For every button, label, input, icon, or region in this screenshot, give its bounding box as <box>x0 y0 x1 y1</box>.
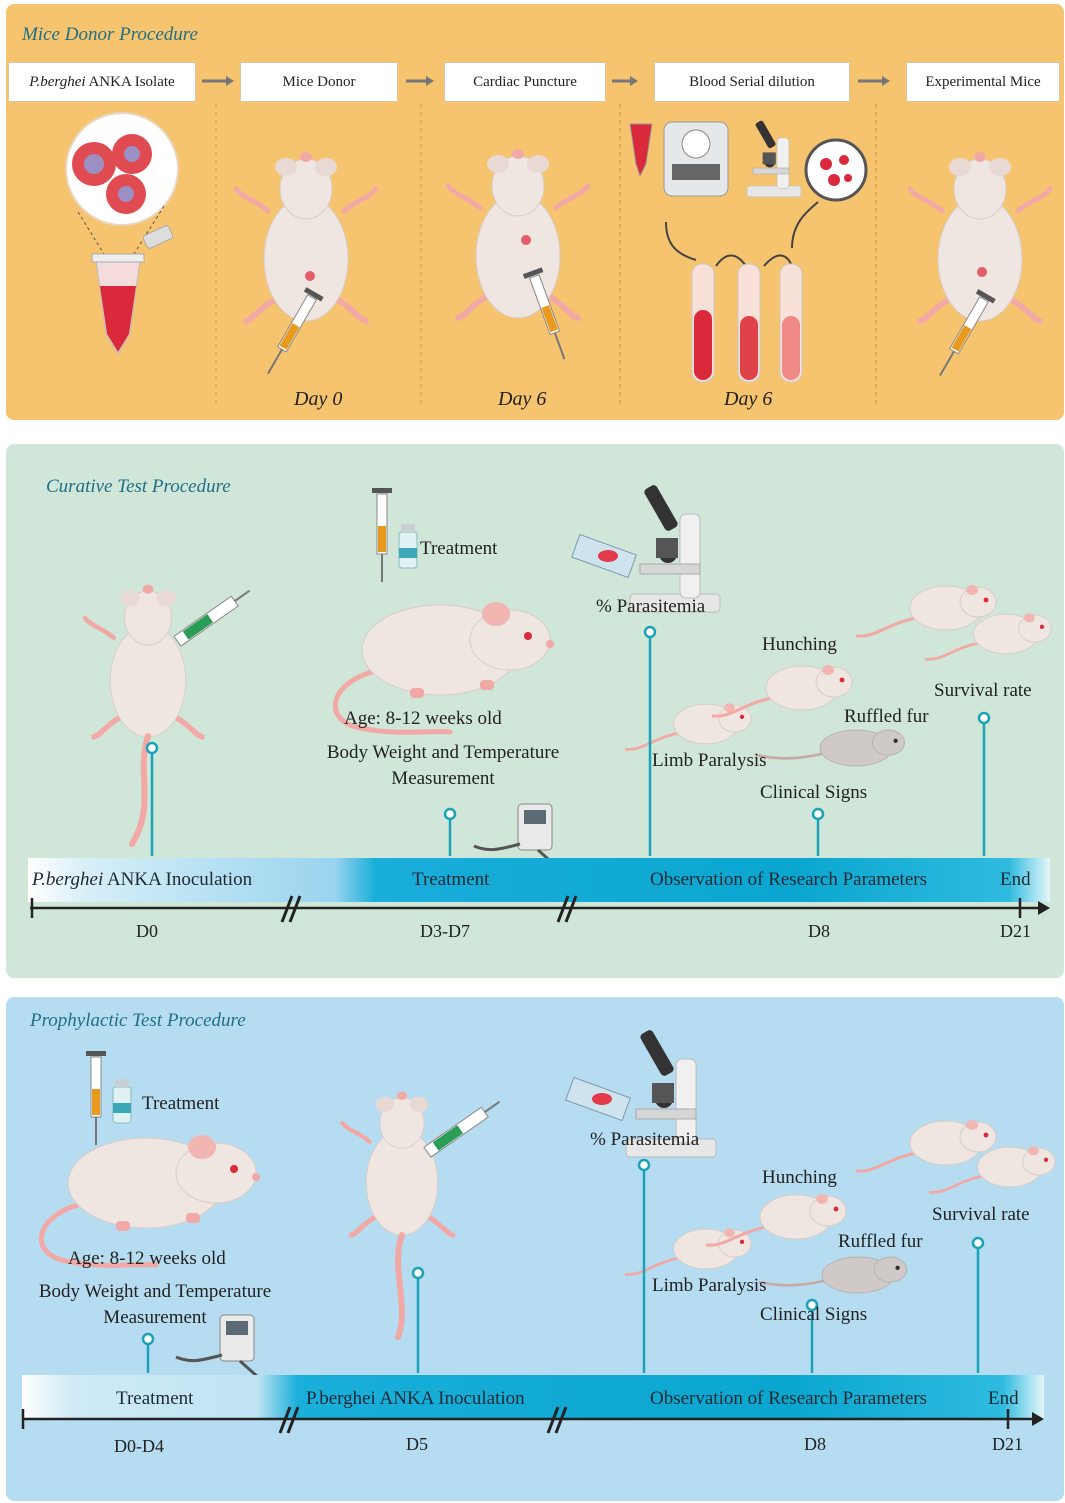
curative-segment-end: End <box>1000 869 1031 891</box>
prophylactic-panel: Prophylactic Test Procedure <box>6 997 1064 1501</box>
curative-segment-inoculation-rest: ANKA Inoculation <box>103 869 252 890</box>
prophylactic-treatment-label: Treatment <box>142 1093 219 1115</box>
curative-panel: Curative Test Procedure <box>6 444 1064 978</box>
prophy-blood-slide-icon <box>566 1077 631 1120</box>
prophylactic-segment-end: End <box>988 1388 1019 1410</box>
day-label-1: Day 6 <box>498 388 546 411</box>
donor-illustration <box>6 4 1064 420</box>
curative-segment-inoculation: P.berghei ANKA Inoculation <box>32 869 252 891</box>
sample-tube-icon <box>92 225 174 354</box>
prophy-inoculation-syringe-icon <box>424 1097 503 1157</box>
curative-segment-treatment: Treatment <box>412 869 489 891</box>
curative-parasitemia-label: % Parasitemia <box>596 596 705 618</box>
day-label-2: Day 6 <box>724 388 772 411</box>
curative-body-weight-line2: Measurement <box>308 768 578 790</box>
day-label-0: Day 0 <box>294 388 342 411</box>
thermometer-icon <box>474 804 556 866</box>
prophylactic-parasitemia-label: % Parasitemia <box>590 1129 699 1151</box>
prophylactic-segment-observation: Observation of Research Parameters <box>650 1388 927 1410</box>
treatment-vial-icon <box>399 524 417 568</box>
prophy-survival-mouse-1-icon <box>856 1120 996 1171</box>
donor-panel: Mice Donor Procedure P.berghei ANKA Isol… <box>6 4 1064 420</box>
microscope-icon <box>630 484 720 612</box>
prophy-ruffled-fur-mouse-icon <box>759 1257 907 1293</box>
curative-segment-inoculation-italic: P.berghei <box>32 869 103 890</box>
prophylactic-ruffled-fur-label: Ruffled fur <box>838 1231 923 1253</box>
curative-limb-paralysis-label: Limb Paralysis <box>652 750 767 772</box>
step-arrow-icon <box>202 76 890 86</box>
cardiac-mouse-icon <box>448 149 588 318</box>
ruffled-fur-mouse-icon <box>757 730 905 766</box>
prophy-side-mouse-icon <box>41 1135 260 1265</box>
prophylactic-tick-d0-d4: D0-D4 <box>114 1436 164 1457</box>
inoculation-syringe-icon <box>174 586 253 646</box>
curative-tick-d3-d7: D3-D7 <box>420 921 470 942</box>
prophylactic-survival-rate-label: Survival rate <box>932 1204 1030 1226</box>
curative-treatment-label: Treatment <box>420 538 497 560</box>
prophylactic-tick-d21: D21 <box>992 1434 1023 1455</box>
dilution-tubes-icon <box>692 264 802 382</box>
prophylactic-tick-d8: D8 <box>804 1434 826 1455</box>
prophylactic-limb-paralysis-label: Limb Paralysis <box>652 1275 767 1297</box>
donor-mouse-icon <box>236 152 376 321</box>
blood-slide-icon <box>572 534 637 577</box>
prophy-treatment-syringe-icon <box>86 1051 106 1145</box>
centrifuge-icon <box>630 122 728 196</box>
curative-tick-d21: D21 <box>1000 921 1031 942</box>
curative-hunching-label: Hunching <box>762 634 837 656</box>
curative-body-weight-line1: Body Weight and Temperature <box>308 742 578 764</box>
prophylactic-body-weight-line2: Measurement <box>16 1307 294 1329</box>
curative-segment-observation: Observation of Research Parameters <box>650 869 927 891</box>
prophylactic-clinical-signs-label: Clinical Signs <box>760 1304 867 1326</box>
curative-survival-rate-label: Survival rate <box>934 680 1032 702</box>
curative-ruffled-fur-label: Ruffled fur <box>844 706 929 728</box>
curative-body-weight-label: Body Weight and Temperature Measurement <box>308 742 578 790</box>
prophylactic-segment-inoculation: P.berghei ANKA Inoculation <box>306 1388 525 1410</box>
magnified-cells-icon <box>806 140 866 200</box>
prophylactic-body-weight-label: Body Weight and Temperature Measurement <box>16 1281 294 1329</box>
curative-age-label: Age: 8-12 weeks old <box>344 708 502 730</box>
limb-paralysis-mouse-icon <box>625 703 751 749</box>
prophylactic-tick-d5: D5 <box>406 1434 428 1455</box>
prophylactic-segment-treatment: Treatment <box>116 1388 193 1410</box>
curative-tick-d8: D8 <box>808 921 830 942</box>
prophylactic-age-label: Age: 8-12 weeks old <box>68 1248 226 1270</box>
curative-clinical-signs-label: Clinical Signs <box>760 782 867 804</box>
prophylactic-body-weight-line1: Body Weight and Temperature <box>16 1281 294 1303</box>
treatment-syringe-icon <box>372 488 392 582</box>
prophy-inoculation-mouse-icon <box>343 1092 462 1337</box>
lab-microscope-icon <box>747 120 801 197</box>
prophy-treatment-vial-icon <box>113 1079 131 1123</box>
prophylactic-hunching-label: Hunching <box>762 1167 837 1189</box>
curative-tick-d0: D0 <box>136 921 158 942</box>
